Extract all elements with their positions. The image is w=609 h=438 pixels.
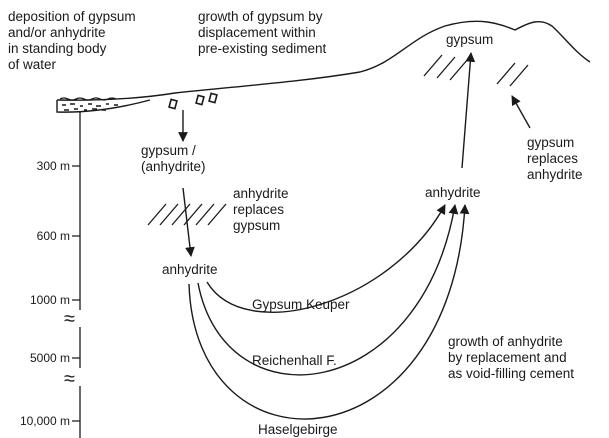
label-haselgebirge: Haselgebirge: [258, 422, 338, 438]
label-deposition: deposition of gypsum and/or anhydrite in…: [8, 9, 136, 73]
arrow-anhydrite-to-gypsum: [462, 53, 471, 168]
label-gypsum-keuper: Gypsum Keuper: [252, 297, 350, 313]
label-growth-displacement: growth of gypsum by displacement within …: [198, 9, 326, 57]
gypsum-crystal-icons: [169, 93, 217, 108]
hatch-gypsum-replaces-anhydrite: [424, 55, 528, 86]
axis-break-upper: ≈: [64, 310, 75, 328]
depth-tick-600: 600 m: [37, 229, 70, 243]
standing-water-body: [57, 98, 150, 112]
label-anhydrite-left: anhydrite: [162, 262, 218, 278]
arrow-gypsum-to-anhydrite: [183, 188, 191, 256]
axis-break-lower: ≈: [64, 370, 75, 388]
label-gypsum-replaces-anhydrite: gypsum replaces anhydrite: [527, 135, 583, 183]
label-growth-anhydrite: growth of anhydrite by replacement and a…: [448, 334, 574, 382]
depth-tick-10000: 10,000 m: [20, 414, 70, 428]
arrow-to-gypsum-replaces-anhydrite: [512, 96, 530, 128]
label-reichenhall: Reichenhall F.: [252, 353, 337, 369]
label-anhydrite-replaces-gypsum: anhydrite replaces gypsum: [233, 186, 289, 234]
label-gypsum-top: gypsum: [446, 32, 493, 48]
label-anhydrite-right: anhydrite: [425, 185, 481, 201]
label-gypsum-anhydrite: gypsum / (anhydrite): [141, 143, 206, 175]
depth-tick-5000: 5000 m: [30, 351, 70, 365]
depth-tick-1000: 1000 m: [30, 293, 70, 307]
depth-tick-300: 300 m: [37, 159, 70, 173]
